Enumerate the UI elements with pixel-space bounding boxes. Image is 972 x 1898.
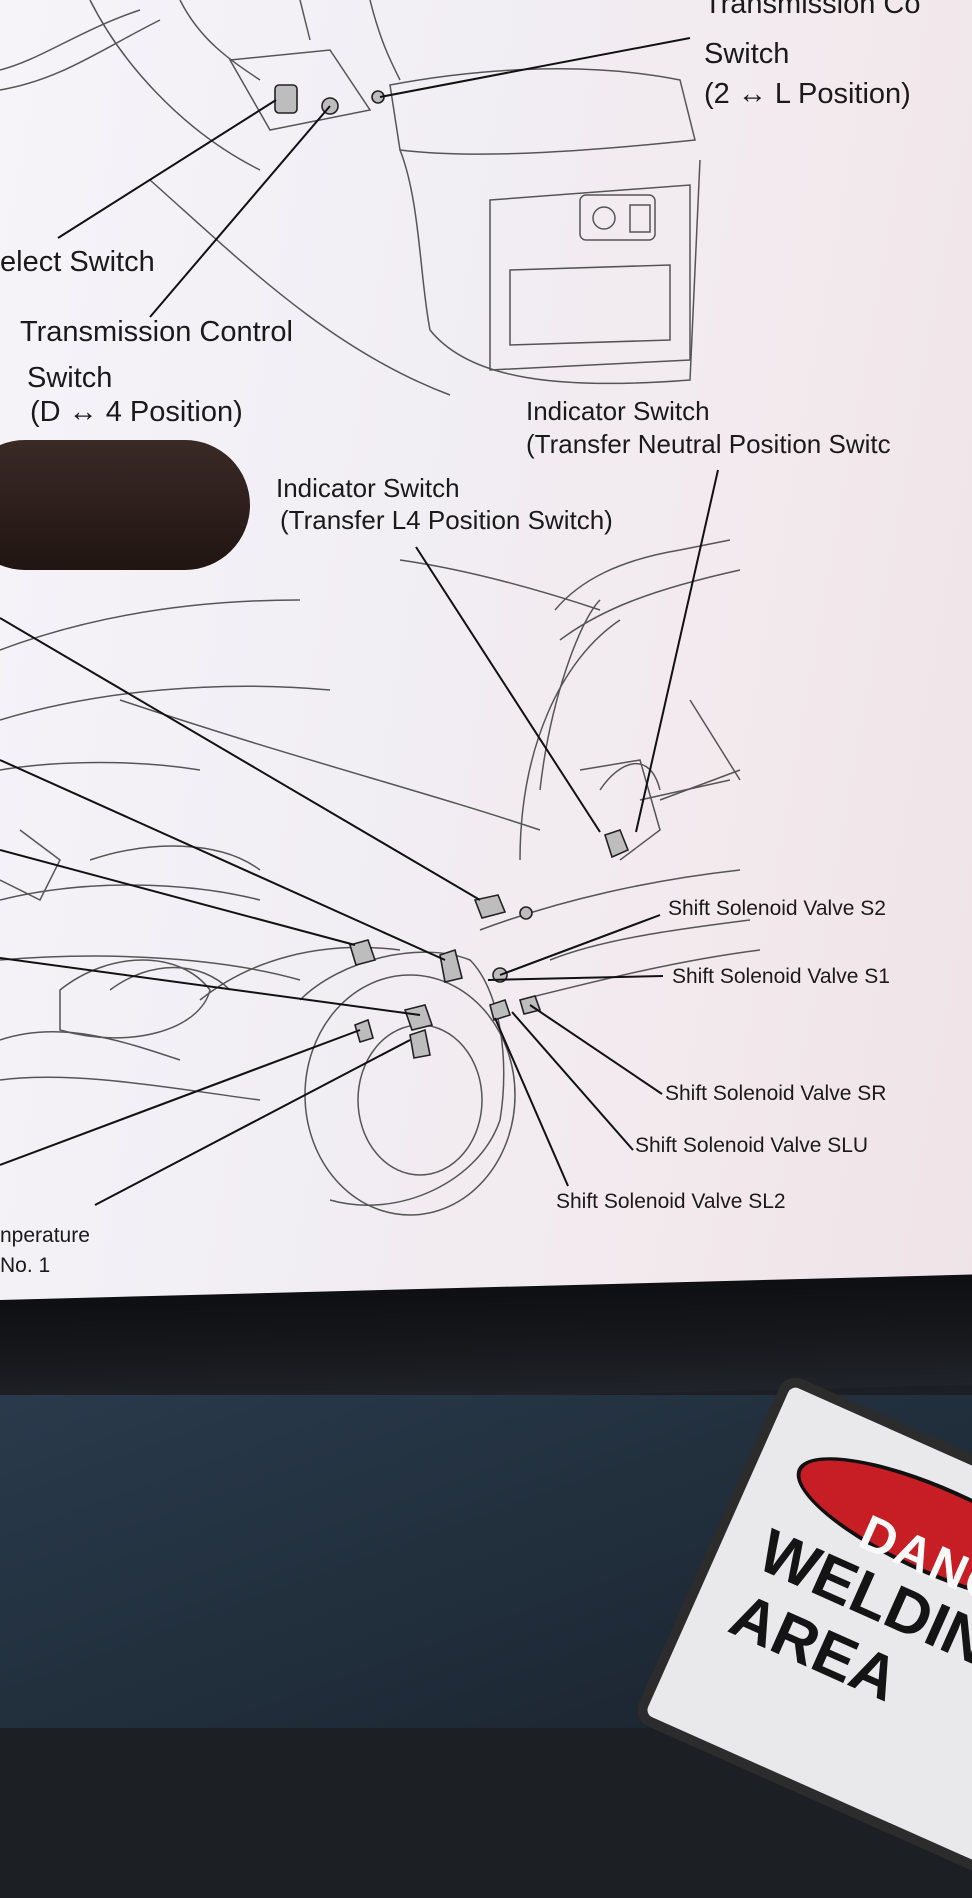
label-temperature-partial: nperature (0, 1224, 90, 1247)
label-solenoid-slu: Shift Solenoid Valve SLU (635, 1134, 869, 1157)
label-trans-control-2l-title: Transmission Co (704, 0, 921, 20)
label-trans-control-d4-title: Transmission Control (20, 316, 293, 348)
label-solenoid-s2: Shift Solenoid Valve S2 (668, 897, 886, 920)
label-trans-control-2l-pos: (2 ↔ L Position) (704, 78, 911, 110)
vehicle-diagram (0, 0, 761, 1216)
label-trans-control-2l-switch: Switch (704, 38, 790, 70)
label-indicator-l4-sub: (Transfer L4 Position Switch) (280, 505, 613, 535)
label-solenoid-sl2: Shift Solenoid Valve SL2 (556, 1190, 786, 1213)
label-no1-partial: No. 1 (0, 1254, 51, 1277)
label-select-switch: elect Switch (0, 246, 155, 278)
finger (0, 440, 250, 570)
label-trans-control-d4-pos: (D ↔ 4 Position) (30, 396, 243, 428)
label-indicator-l4-title: Indicator Switch (276, 473, 460, 503)
label-indicator-neutral-sub: (Transfer Neutral Position Switc (526, 429, 891, 459)
label-trans-control-d4-switch: Switch (27, 362, 113, 394)
label-indicator-neutral-title: Indicator Switch (526, 396, 710, 426)
vehicle-outline (0, 0, 761, 1216)
leader-lines (0, 37, 719, 1206)
label-solenoid-s1: Shift Solenoid Valve S1 (672, 965, 890, 988)
vehicle-components (274, 84, 630, 1059)
monitor-screen: Transmission Co Switch (2 ↔ L Position) … (0, 0, 972, 1350)
label-solenoid-sr: Shift Solenoid Valve SR (665, 1082, 887, 1105)
